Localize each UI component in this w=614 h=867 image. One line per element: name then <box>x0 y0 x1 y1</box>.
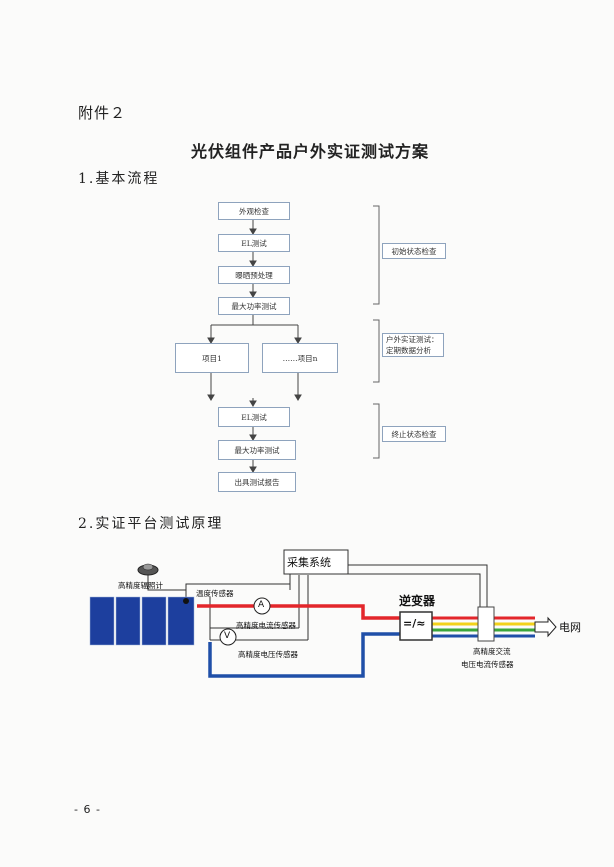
flow-step-sun-pretreat: 曝晒预处理 <box>218 266 290 284</box>
flow-step-item-n: ……项目n <box>262 343 338 373</box>
flow-step-max-power-2: 最大功率测试 <box>218 440 296 460</box>
voltmeter-letter: V <box>224 631 231 641</box>
flow-step-el-test-2: EL测试 <box>218 407 290 427</box>
current-sensor-label: 高精度电流传感器 <box>236 621 296 630</box>
page-number: - 6 - <box>74 803 101 816</box>
bracket-label-final: 终止状态检查 <box>382 426 446 442</box>
section-heading-platform: 2.实证平台测试原理 <box>78 516 224 532</box>
bracket-label-outdoor: 户外实证测试： 定期数据分析 <box>382 333 444 357</box>
voltmeter-icon <box>219 628 237 646</box>
grid-label: 电网 <box>559 621 581 634</box>
ac-sensor-label-1: 高精度交流 <box>473 647 511 656</box>
ac-sensor-label-2: 电压电流传感器 <box>461 660 514 669</box>
bracket-label-initial: 初始状态检查 <box>382 243 446 259</box>
bracket-label-outdoor-line1: 户外实证测试： <box>386 335 439 344</box>
bracket-label-outdoor-line2: 定期数据分析 <box>386 346 431 355</box>
acquisition-label: 采集系统 <box>287 556 331 569</box>
inverter-box <box>399 611 433 641</box>
attachment-label: 附件２ <box>78 104 127 122</box>
grid-arrow-icon <box>534 616 557 638</box>
flow-step-appearance: 外观检查 <box>218 202 290 220</box>
flow-step-report: 出具测试报告 <box>218 472 296 492</box>
page-title: 光伏组件产品户外实证测试方案 <box>190 142 429 161</box>
irradiance-meter-icon <box>137 563 159 576</box>
flow-step-item-1: 项目1 <box>175 343 249 373</box>
section-heading-basic-flow: 1.基本流程 <box>78 171 160 187</box>
flow-step-max-power: 最大功率测试 <box>218 297 290 315</box>
voltage-sensor-label: 高精度电压传感器 <box>238 650 298 659</box>
acquisition-box <box>283 549 349 575</box>
inverter-symbol: =/≈ <box>403 617 426 630</box>
ammeter-icon <box>253 597 271 615</box>
temp-sensor-label: 温度传感器 <box>196 589 234 598</box>
pv-modules <box>89 596 195 646</box>
inverter-label: 逆变器 <box>399 594 436 608</box>
flow-step-el-test: EL测试 <box>218 234 290 252</box>
irradiance-label: 高精度辐照计 <box>118 581 163 590</box>
ammeter-letter: A <box>258 600 265 610</box>
ac-sensor-box <box>477 606 495 642</box>
